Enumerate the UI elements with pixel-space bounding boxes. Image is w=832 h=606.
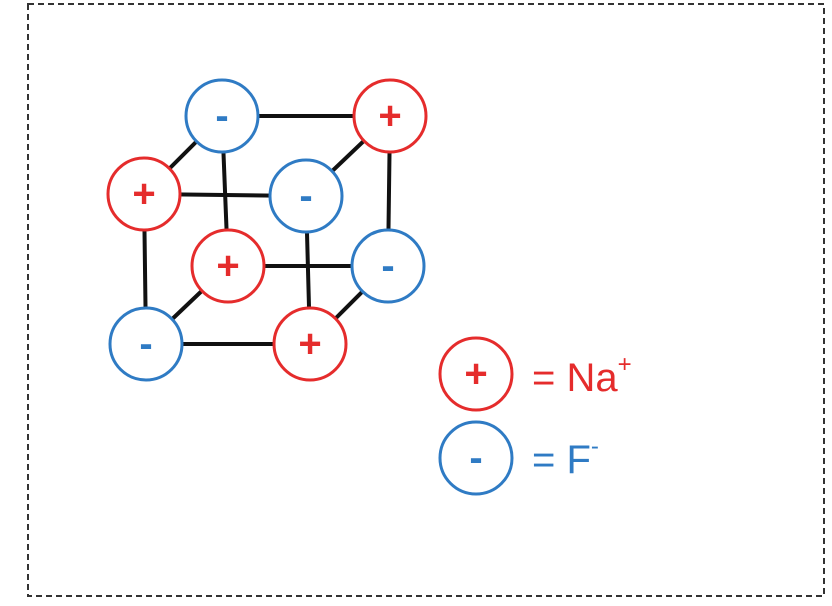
ions: - + + - + - - + bbox=[106, 78, 428, 382]
legend-anion-sign: - bbox=[469, 436, 482, 480]
legend: + = Na+ - = F- bbox=[438, 336, 632, 496]
ion-sign: + bbox=[132, 172, 155, 216]
ion-sign: - bbox=[299, 174, 312, 218]
ion-sign: + bbox=[216, 244, 239, 288]
ion-sign: - bbox=[139, 322, 152, 366]
ion-circle bbox=[190, 228, 266, 304]
ion-circle bbox=[184, 78, 260, 154]
legend-anion-superscript: - bbox=[591, 433, 599, 460]
fluoride-ion-back-bottom-right: - bbox=[350, 228, 426, 304]
ion-sign: + bbox=[298, 322, 321, 366]
bonds bbox=[142, 114, 392, 346]
fluoride-ion-front-bottom-left: - bbox=[108, 306, 184, 382]
dashed-border bbox=[27, 3, 825, 597]
ion-circle bbox=[272, 306, 348, 382]
ion-sign: + bbox=[378, 94, 401, 138]
legend-cation-circle bbox=[438, 336, 514, 412]
fluoride-ion-back-top-left: - bbox=[184, 78, 260, 154]
sodium-ion-back-top-right: + bbox=[352, 78, 428, 154]
legend-anion-label: = F- bbox=[532, 433, 599, 483]
legend-cation: + = Na+ bbox=[438, 336, 632, 412]
legend-anion: - = F- bbox=[438, 420, 599, 496]
ion-circle bbox=[106, 156, 182, 232]
legend-cation-label: = Na+ bbox=[532, 351, 632, 401]
ion-sign: - bbox=[381, 244, 394, 288]
ion-circle bbox=[350, 228, 426, 304]
legend-cation-superscript: + bbox=[618, 351, 632, 378]
sodium-ion-back-bottom-left: + bbox=[190, 228, 266, 304]
ion-circle bbox=[108, 306, 184, 382]
legend-cation-equals: = Na bbox=[532, 356, 618, 400]
ion-circle bbox=[268, 158, 344, 234]
legend-anion-equals: = F bbox=[532, 438, 591, 482]
sodium-ion-front-top-left: + bbox=[106, 156, 182, 232]
sodium-ion-front-bottom-right: + bbox=[272, 306, 348, 382]
ion-sign: - bbox=[215, 94, 228, 138]
legend-anion-circle bbox=[438, 420, 514, 496]
legend-cation-sign: + bbox=[464, 352, 487, 396]
fluoride-ion-front-top-right: - bbox=[268, 158, 344, 234]
ion-circle bbox=[352, 78, 428, 154]
